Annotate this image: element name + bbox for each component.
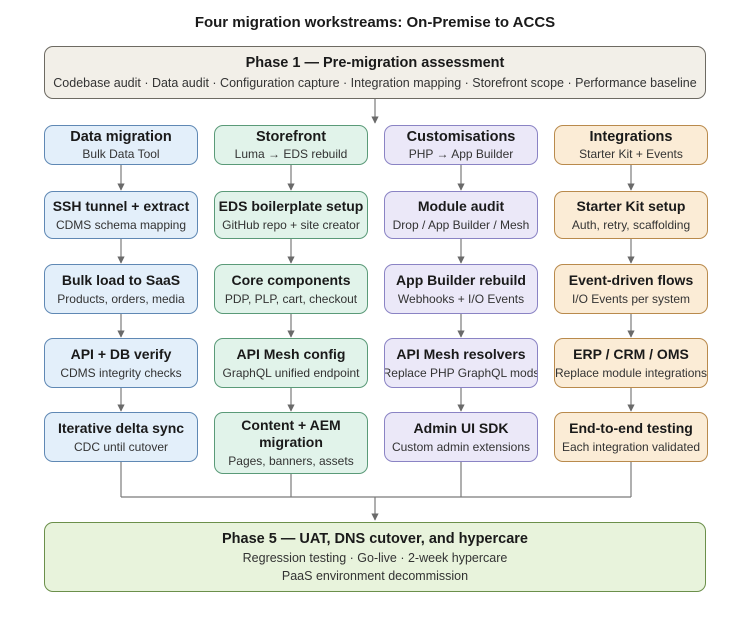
storefront-step-box: Core components PDP, PLP, cart, checkout (214, 264, 368, 314)
column-subtitle: Bulk Data Tool (82, 146, 160, 161)
step-subtitle: Custom admin extensions (391, 439, 531, 454)
column-data-header: Data migration Bulk Data Tool (44, 125, 198, 165)
column-title: Integrations (589, 128, 673, 145)
data-step-box: SSH tunnel + extract CDMS schema mapping (44, 191, 198, 239)
step-title: SSH tunnel + extract (52, 197, 190, 214)
step-subtitle: CDMS integrity checks (60, 365, 182, 380)
data-step-box: API + DB verify CDMS integrity checks (44, 338, 198, 388)
storefront-step-box: EDS boilerplate setup GitHub repo + site… (214, 191, 368, 239)
customisations-step-box: App Builder rebuild Webhooks + I/O Event… (384, 264, 538, 314)
phase1-title: Phase 1 — Pre-migration assessment (245, 54, 505, 71)
column-subtitle: Luma → EDS rebuild (234, 146, 348, 161)
step-subtitle: GitHub repo + site creator (222, 217, 360, 232)
column-subtitle: PHP → App Builder (408, 146, 514, 161)
step-title: End-to-end testing (569, 419, 693, 436)
phase5-title: Phase 5 — UAT, DNS cutover, and hypercar… (222, 530, 528, 547)
step-title: API + DB verify (70, 345, 172, 362)
step-title: Admin UI SDK (413, 419, 509, 436)
step-subtitle: Webhooks + I/O Events (397, 291, 525, 306)
step-title: Starter Kit setup (576, 197, 686, 214)
integrations-step-box: Event-driven flows I/O Events per system (554, 264, 708, 314)
step-title: API Mesh config (236, 345, 346, 362)
data-step-box: Iterative delta sync CDC until cutover (44, 412, 198, 462)
step-title: ERP / CRM / OMS (573, 345, 689, 362)
step-subtitle: Each integration validated (561, 439, 701, 454)
step-subtitle: Replace module integrations (554, 365, 708, 380)
integrations-step-box: Starter Kit setup Auth, retry, scaffoldi… (554, 191, 708, 239)
data-step-box: Bulk load to SaaS Products, orders, medi… (44, 264, 198, 314)
step-subtitle: Products, orders, media (57, 291, 185, 306)
step-title: API Mesh resolvers (396, 345, 526, 362)
column-subtitle: Starter Kit + Events (579, 146, 683, 161)
step-subtitle: Auth, retry, scaffolding (571, 217, 691, 232)
step-title: App Builder rebuild (396, 271, 526, 288)
column-title: Data migration (70, 128, 172, 145)
customisations-step-box: Module audit Drop / App Builder / Mesh (384, 191, 538, 239)
column-integrations-header: Integrations Starter Kit + Events (554, 125, 708, 165)
step-title: Event-driven flows (568, 271, 694, 288)
step-subtitle: CDMS schema mapping (55, 217, 187, 232)
storefront-step-box: API Mesh config GraphQL unified endpoint (214, 338, 368, 388)
column-title: Storefront (255, 128, 327, 145)
step-subtitle: CDC until cutover (73, 439, 169, 454)
step-subtitle: Pages, banners, assets (228, 454, 354, 468)
phase1-box: Phase 1 — Pre-migration assessment Codeb… (44, 46, 706, 99)
step-subtitle: Replace PHP GraphQL mods (384, 365, 538, 380)
step-title: EDS boilerplate setup (218, 197, 364, 214)
step-subtitle: PDP, PLP, cart, checkout (224, 291, 358, 306)
customisations-step-box: API Mesh resolvers Replace PHP GraphQL m… (384, 338, 538, 388)
column-title: Customisations (406, 128, 516, 145)
step-subtitle: Drop / App Builder / Mesh (392, 217, 530, 232)
column-customisations-header: Customisations PHP → App Builder (384, 125, 538, 165)
step-title: Core components (231, 271, 351, 288)
column-storefront-header: Storefront Luma → EDS rebuild (214, 125, 368, 165)
step-title: Iterative delta sync (57, 419, 185, 436)
phase5-line1: Regression testing · Go-live · 2-week hy… (242, 550, 508, 565)
diagram-title: Four migration workstreams: On-Premise t… (194, 14, 556, 31)
phase5-box: Phase 5 — UAT, DNS cutover, and hypercar… (44, 522, 706, 592)
step-title: Content + AEM migration (241, 417, 341, 450)
integrations-step-box: End-to-end testing Each integration vali… (554, 412, 708, 462)
step-subtitle: GraphQL unified endpoint (222, 365, 360, 380)
phase5-line2: PaaS environment decommission (281, 568, 469, 583)
integrations-step-box: ERP / CRM / OMS Replace module integrati… (554, 338, 708, 388)
step-title: Module audit (417, 197, 505, 214)
phase1-subtitle: Codebase audit · Data audit · Configurat… (53, 75, 697, 90)
step-subtitle: I/O Events per system (571, 291, 691, 306)
customisations-step-box: Admin UI SDK Custom admin extensions (384, 412, 538, 462)
storefront-step-box: Content + AEM migration Pages, banners, … (214, 412, 368, 474)
step-title: Bulk load to SaaS (61, 271, 181, 288)
